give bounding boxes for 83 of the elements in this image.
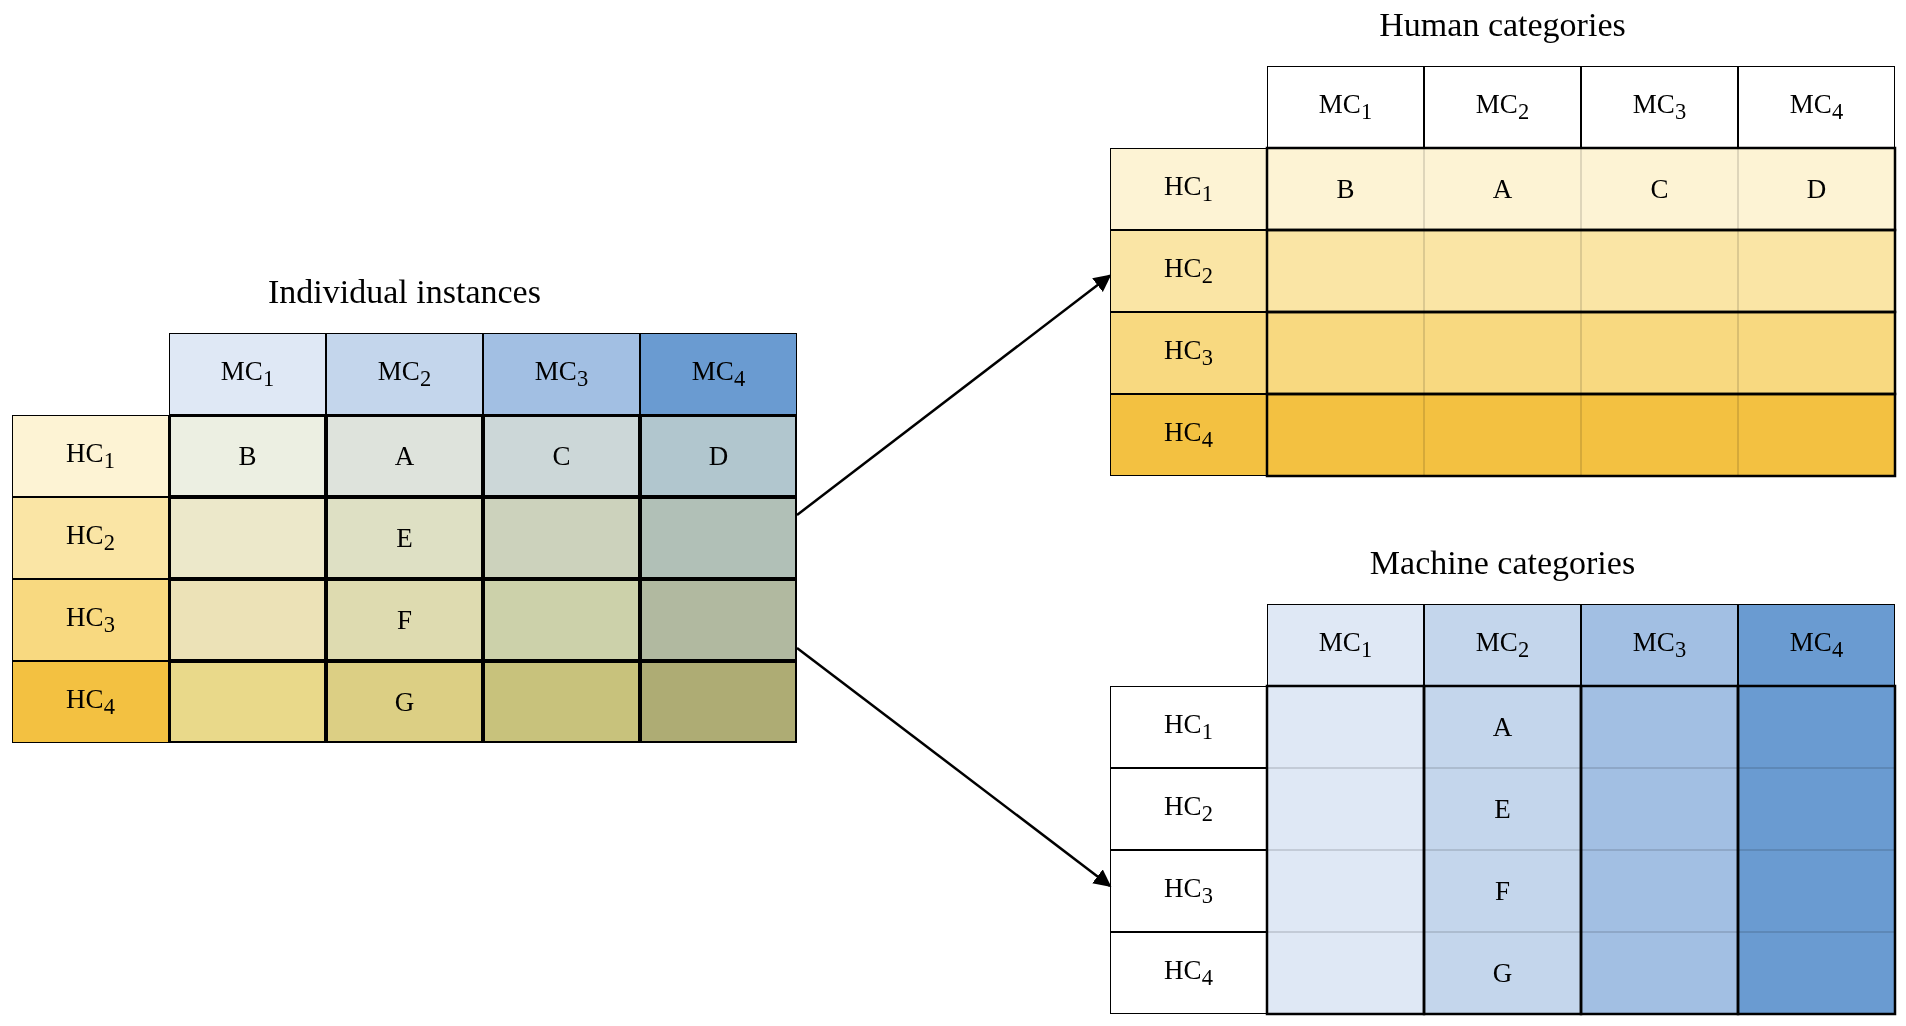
table-cell <box>1738 148 1895 230</box>
header-label: MC$_{1}$ <box>220 355 275 393</box>
header-label: HC$_{1}$ <box>1164 170 1213 208</box>
table-cell <box>483 415 640 497</box>
arrow <box>796 647 1112 887</box>
column-header <box>483 333 640 415</box>
header-label: HC$_{4}$ <box>1164 416 1213 454</box>
cell-letter: C <box>1650 173 1669 205</box>
table-title: Individual instances <box>267 273 542 311</box>
table-cell <box>1424 932 1581 1014</box>
header-label: MC$_{4}$ <box>1789 88 1844 126</box>
column-header <box>326 333 483 415</box>
header-label: HC$_{3}$ <box>1164 872 1213 910</box>
table-cell <box>326 661 483 743</box>
header-label: MC$_{2}$ <box>1475 88 1530 126</box>
column-header <box>1581 66 1738 148</box>
cell-letter: A <box>1492 173 1513 205</box>
header-label: MC$_{4}$ <box>1789 626 1844 664</box>
cell-letter: B <box>1336 173 1355 205</box>
header-label: MC$_{2}$ <box>1475 626 1530 664</box>
header-label: HC$_{4}$ <box>1164 954 1213 992</box>
cell-letter: A <box>394 440 415 472</box>
header-label: HC$_{2}$ <box>1164 790 1213 828</box>
table-cell <box>326 415 483 497</box>
table-cell <box>1424 850 1581 932</box>
table-cell <box>1267 148 1424 230</box>
header-label: MC$_{3}$ <box>1632 626 1687 664</box>
header-label: MC$_{1}$ <box>1318 88 1373 126</box>
row-header <box>12 415 169 497</box>
row-header <box>12 579 169 661</box>
table-cell <box>326 497 483 579</box>
header-label: HC$_{2}$ <box>1164 252 1213 290</box>
cell-letter: G <box>394 686 415 718</box>
header-label: HC$_{2}$ <box>66 519 115 557</box>
table-cell <box>1424 686 1581 768</box>
cell-letter: A <box>1492 711 1513 743</box>
column-header <box>1267 604 1424 686</box>
header-label: MC$_{2}$ <box>377 355 432 393</box>
cell-letter: D <box>708 440 729 472</box>
column-header <box>1267 66 1424 148</box>
header-label: MC$_{3}$ <box>534 355 589 393</box>
cell-letter: F <box>1495 875 1510 907</box>
row-header <box>12 497 169 579</box>
table-cell <box>1581 148 1738 230</box>
row-header <box>1110 686 1267 768</box>
column-header <box>169 333 326 415</box>
row-header <box>1110 768 1267 850</box>
header-label: MC$_{1}$ <box>1318 626 1373 664</box>
cell-letter: E <box>1494 793 1511 825</box>
row-header <box>1110 932 1267 1014</box>
row-header <box>1110 850 1267 932</box>
cell-letter: D <box>1806 173 1827 205</box>
row-header <box>1110 394 1267 476</box>
column-header <box>1424 66 1581 148</box>
header-label: HC$_{3}$ <box>1164 334 1213 372</box>
table-cell <box>640 415 797 497</box>
column-header <box>1738 66 1895 148</box>
table-title: Human categories <box>1378 6 1627 44</box>
cell-letter: F <box>397 604 412 636</box>
row-header <box>1110 230 1267 312</box>
header-label: MC$_{4}$ <box>691 355 746 393</box>
header-label: MC$_{3}$ <box>1632 88 1687 126</box>
cell-letter: B <box>238 440 257 472</box>
cell-letter: E <box>396 522 413 554</box>
cell-letter: C <box>552 440 571 472</box>
column-header <box>1738 604 1895 686</box>
header-label: HC$_{1}$ <box>1164 708 1213 746</box>
table-cell <box>326 579 483 661</box>
table-cell <box>1424 768 1581 850</box>
arrow <box>796 274 1112 516</box>
column-header <box>1424 604 1581 686</box>
header-label: HC$_{1}$ <box>66 437 115 475</box>
table-cell <box>1424 148 1581 230</box>
cell-letter: G <box>1492 957 1513 989</box>
column-header <box>1581 604 1738 686</box>
header-label: HC$_{4}$ <box>66 683 115 721</box>
row-header <box>12 661 169 743</box>
row-header <box>1110 312 1267 394</box>
table-cell <box>169 415 326 497</box>
row-header <box>1110 148 1267 230</box>
header-label: HC$_{3}$ <box>66 601 115 639</box>
table-title: Machine categories <box>1368 544 1637 582</box>
column-header <box>640 333 797 415</box>
